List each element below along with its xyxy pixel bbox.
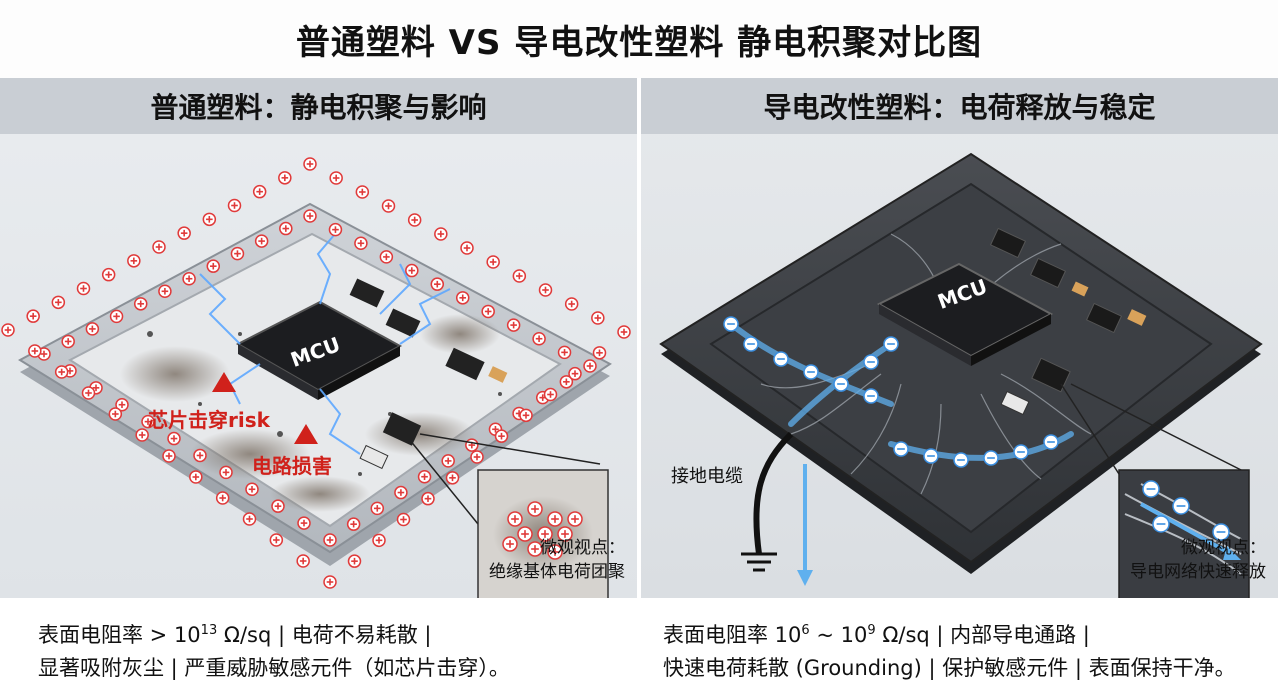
component: [1000, 390, 1030, 416]
component: [1085, 302, 1123, 334]
micro-caption-line2: 绝缘基体电荷团聚: [489, 562, 625, 582]
component: [359, 444, 389, 470]
right-panel-header: 导电改性塑料：电荷释放与稳定: [641, 78, 1278, 134]
component: [1127, 309, 1147, 326]
right-description: 表面电阻率 106 ~ 109 Ω/sq | 内部导电通路 | 快速电荷耗散 (…: [641, 598, 1278, 697]
conductive-plastic-illustration: [659, 152, 1263, 598]
component: [1071, 281, 1089, 297]
negative-charges: [723, 316, 1059, 468]
electric-discharge: [199, 233, 451, 455]
micro-caption-line1: 微观视点：: [540, 538, 625, 558]
insulating-plastic-illustration: [1, 157, 631, 598]
positive-charges: [1, 157, 631, 589]
panel-divider: [637, 78, 641, 697]
micro-caption-line1: 微观视点：: [1181, 538, 1266, 558]
chip-breakdown-warning: 芯片击穿risk: [148, 408, 270, 432]
micro-view-inset: [1118, 469, 1250, 598]
component: [385, 308, 421, 338]
ground-cable: [741, 431, 813, 586]
left-description-line1: 表面电阻率 > 1013 Ω/sq | 电荷不易耗散 |: [38, 623, 432, 647]
mcu-chip: [876, 262, 1054, 366]
ground-cable-label: 接地电缆: [671, 466, 743, 487]
component: [445, 347, 485, 381]
page-title: 普通塑料 VS 导电改性塑料 静电积聚对比图: [0, 0, 1278, 78]
component: [1031, 357, 1071, 393]
component: [349, 278, 385, 308]
mcu-chip: [235, 300, 403, 400]
left-description: 表面电阻率 > 1013 Ω/sq | 电荷不易耗散 | 显著吸附灰尘 | 严重…: [0, 598, 637, 697]
left-panel-header: 普通塑料：静电积聚与影响: [0, 78, 637, 134]
left-micro-caption: 微观视点： 绝缘基体电荷团聚: [430, 536, 625, 584]
right-panel: 导电改性塑料：电荷释放与稳定: [641, 78, 1278, 598]
left-panel: 普通塑料：静电积聚与影响: [0, 78, 637, 598]
warning-icon: [212, 372, 236, 392]
left-description-line2: 显著吸附灰尘 | 严重威胁敏感元件（如芯片击穿）。: [38, 656, 510, 680]
component: [1029, 257, 1067, 289]
inset-positive-charges: [502, 501, 583, 560]
circuit-damage-warning: 电路损害: [252, 454, 332, 478]
right-micro-caption: 微观视点： 导电网络快速释放: [1071, 536, 1266, 584]
right-description-line2: 快速电荷耗散 (Grounding) | 保护敏感元件 | 表面保持干净。: [663, 656, 1236, 680]
inset-negative-charges: [1142, 480, 1230, 541]
warning-icon: [294, 424, 318, 444]
micro-caption-line2: 导电网络快速释放: [1130, 562, 1266, 582]
component: [382, 412, 422, 446]
right-description-line1: 表面电阻率 106 ~ 109 Ω/sq | 内部导电通路 |: [663, 623, 1090, 647]
micro-view-inset: [477, 469, 609, 598]
component: [488, 366, 508, 383]
component: [989, 227, 1027, 259]
